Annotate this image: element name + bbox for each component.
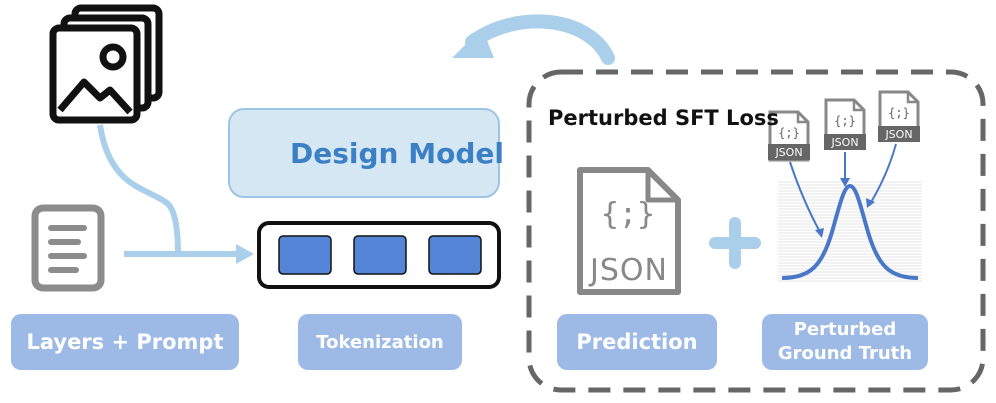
loss-container bbox=[526, 69, 986, 393]
json-file-icon: {;} JSON bbox=[577, 167, 681, 295]
svg-text:JSON: JSON bbox=[588, 253, 668, 288]
loss-title: Perturbed SFT Loss bbox=[548, 106, 779, 130]
design-model-label: Design Model bbox=[290, 137, 504, 170]
ground-truth-label: Perturbed Ground Truth bbox=[762, 314, 928, 370]
svg-text:JSON: JSON bbox=[884, 128, 912, 141]
prediction-label: Prediction bbox=[557, 314, 717, 370]
input-connector bbox=[97, 124, 254, 264]
feedback-arrow bbox=[452, 14, 615, 65]
small-json-icon-1: {;} JSON bbox=[768, 110, 810, 162]
layers-prompt-label: Layers + Prompt bbox=[11, 314, 239, 370]
tokenization-label: Tokenization bbox=[298, 314, 462, 370]
tokenization-text: Tokenization bbox=[316, 331, 444, 353]
svg-text:{;}: {;} bbox=[888, 106, 910, 120]
document-icon bbox=[31, 204, 105, 292]
svg-text:JSON: JSON bbox=[830, 136, 858, 149]
token-1 bbox=[278, 235, 332, 275]
svg-text:{;}: {;} bbox=[778, 126, 800, 140]
curve-arrows bbox=[789, 143, 897, 238]
design-model-box bbox=[228, 108, 500, 198]
token-2 bbox=[353, 235, 407, 275]
svg-text:{;}: {;} bbox=[834, 114, 856, 128]
svg-text:JSON: JSON bbox=[774, 146, 802, 159]
layers-prompt-text: Layers + Prompt bbox=[26, 330, 224, 354]
token-3 bbox=[428, 235, 482, 275]
svg-text:{;}: {;} bbox=[601, 197, 655, 232]
image-stack-icon bbox=[49, 4, 163, 124]
ground-truth-text-line2: Ground Truth bbox=[777, 343, 913, 364]
token-sequence bbox=[257, 221, 501, 289]
distribution-plot bbox=[778, 181, 922, 282]
prediction-text: Prediction bbox=[576, 330, 698, 354]
small-json-icon-2: {;} JSON bbox=[824, 98, 866, 150]
small-json-icon-3: {;} JSON bbox=[878, 90, 920, 142]
ground-truth-text-line1: Perturbed bbox=[793, 319, 897, 340]
plus-icon bbox=[709, 217, 761, 269]
